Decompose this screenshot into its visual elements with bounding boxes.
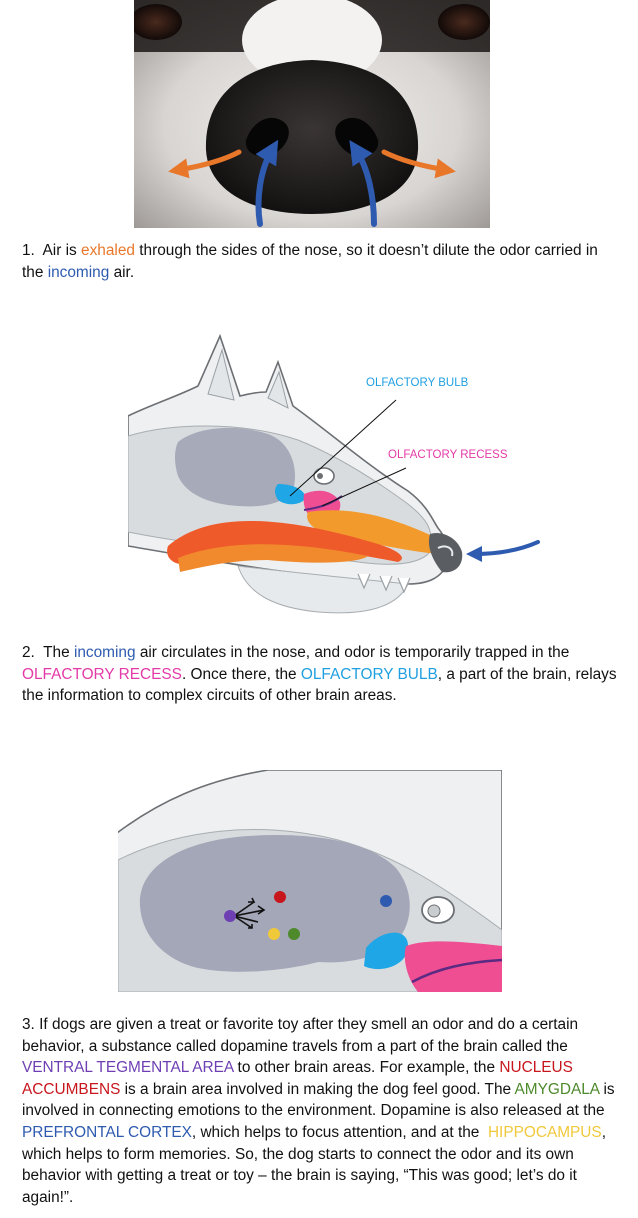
caption-1: 1. Air is exhaled through the sides of t… — [22, 242, 598, 281]
brain-zoom — [139, 835, 410, 972]
amygdala-dot — [288, 928, 300, 940]
olfactory-bulb-zoom — [364, 932, 408, 970]
head-diagram: OLFACTORY BULB OLFACTORY RECESS — [127, 316, 558, 618]
brain — [175, 427, 295, 507]
term-incoming: incoming — [47, 263, 110, 281]
label-olfactory-bulb: OLFACTORY BULB — [366, 377, 469, 389]
nasal-cavity — [307, 510, 443, 554]
airway-upper — [167, 521, 402, 565]
ear-left — [207, 348, 235, 401]
label-olfactory-recess: OLFACTORY RECESS — [388, 449, 508, 461]
term-incoming-2: incoming — [73, 644, 136, 661]
term-vta: VENTRAL TEGMENTAL AREA — [22, 1059, 234, 1077]
inhale-arrow-right — [349, 140, 377, 227]
exhale-arrow-left — [168, 149, 242, 179]
nose-photo — [130, 0, 490, 228]
caption-2: 2. The incoming air circulates in the no… — [22, 644, 617, 705]
dog-nose — [205, 60, 419, 214]
head-diagram-svg: OLFACTORY BULB OLFACTORY RECESS — [127, 333, 540, 614]
recess-leader-line — [321, 467, 407, 507]
incoming-air-arrow — [466, 540, 540, 562]
hippocampus-dot — [268, 928, 280, 940]
right-eye — [438, 4, 490, 40]
brain-diagram — [118, 770, 502, 992]
bulb-leader-line — [289, 399, 397, 497]
prefrontal-cortex-dot — [380, 895, 392, 907]
lower-jaw — [237, 565, 409, 614]
nose-photo-svg — [130, 0, 490, 228]
term-prefrontal-cortex: PREFRONTAL CORTEX — [22, 1123, 192, 1141]
recess-border-zoom — [411, 958, 502, 984]
airway-lower — [178, 544, 368, 572]
term-nucleus-accumbens: NUCLEUS ACCUMBENS — [22, 1059, 573, 1098]
teeth — [357, 573, 411, 594]
term-exhaled: exhaled — [81, 242, 135, 259]
term-amygdala: AMYGDALA — [514, 1080, 600, 1098]
left-eye — [130, 4, 182, 40]
term-olfactory-recess: OLFACTORY RECESS — [22, 665, 182, 683]
dopamine-arrows — [233, 897, 266, 929]
exhale-arrow-right — [381, 149, 456, 179]
nostril-line — [437, 545, 454, 557]
vta-dot — [224, 910, 236, 922]
pupil — [317, 473, 323, 479]
term-olfactory-bulb: OLFACTORY BULB — [300, 665, 438, 683]
pupil-zoom — [427, 904, 441, 918]
eye — [313, 467, 335, 485]
caption-3: 3. If dogs are given a treat or favorite… — [22, 1016, 615, 1206]
nucleus-accumbens-dot — [274, 891, 286, 903]
nose-tip — [428, 532, 463, 573]
ear-right — [267, 370, 289, 409]
inhale-arrow-left — [255, 139, 279, 227]
brain-diagram-svg — [118, 770, 502, 992]
term-hippocampus: HIPPOCAMPUS — [487, 1123, 602, 1141]
